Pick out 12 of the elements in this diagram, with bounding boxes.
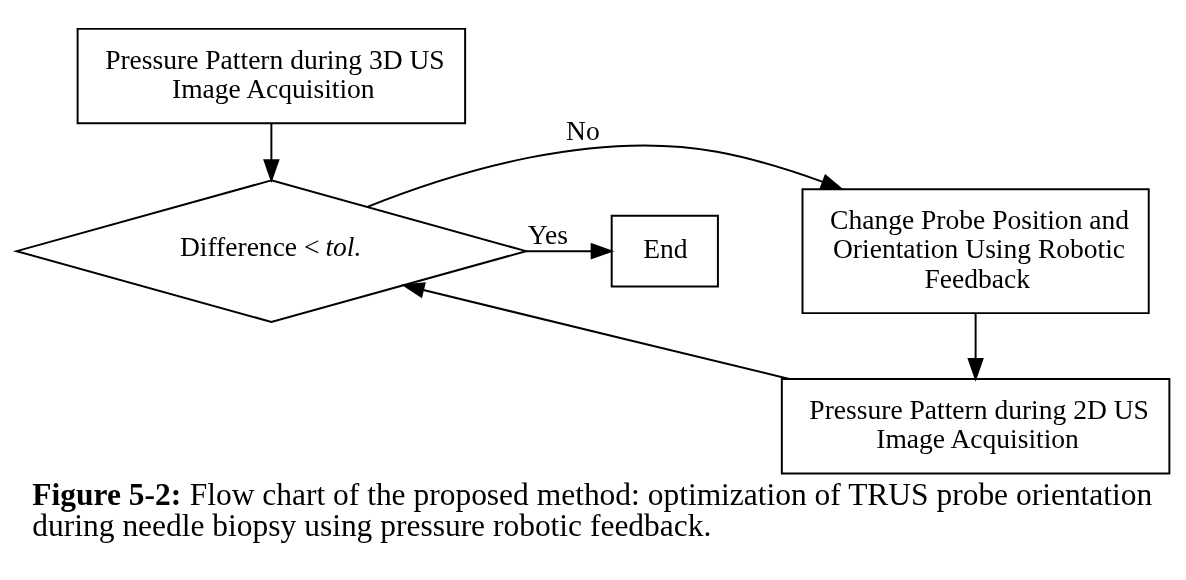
caption: Figure 5-2: Flow chart of the proposed method: optimization of TRUS probe orientation during needle biopsy using pressure robotic feedback. — [32, 476, 1153, 543]
arrow — [400, 281, 791, 380]
edge-label: No — [566, 114, 600, 146]
arrow — [967, 312, 984, 382]
arrow — [366, 144, 845, 208]
node-box: Change Probe Position and Orientation Using Robotic Feedback — [801, 187, 1150, 314]
node-box: Pressure Pattern during 2D US Image Acquisition — [780, 377, 1171, 474]
node-box: Pressure Pattern during 3D US Image Acquisition — [76, 27, 467, 124]
node-box: End — [610, 214, 719, 288]
arrow — [263, 122, 280, 183]
edge-label: Yes — [527, 218, 568, 250]
arrow — [525, 242, 615, 259]
